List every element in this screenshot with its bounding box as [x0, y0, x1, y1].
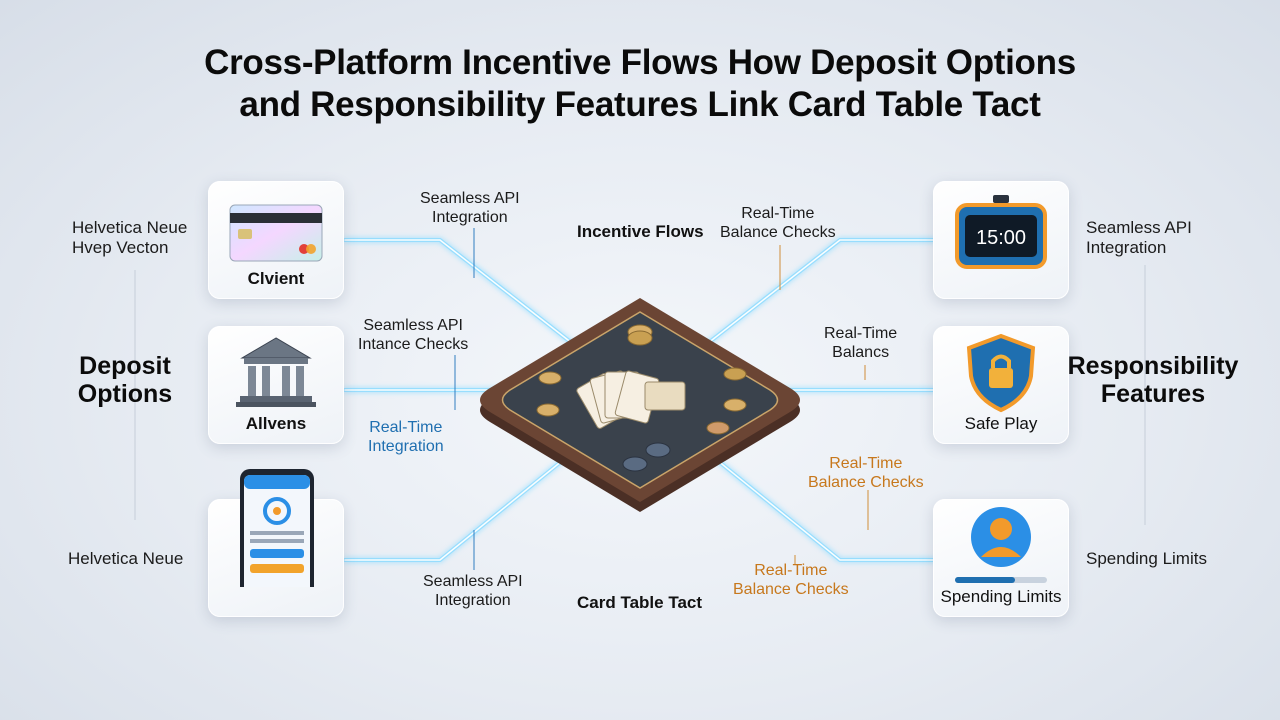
title-line-1: Cross-Platform Incentive Flows How Depos…	[204, 43, 1076, 82]
credit-card-icon	[229, 204, 323, 262]
flow-label-right-4: Real-Time Balance Checks	[733, 562, 849, 598]
flow-label-left-4: Seamless API Integration	[423, 573, 523, 609]
incentive-flows-label: Incentive Flows	[577, 222, 704, 241]
responsibility-card-timer[interactable]: 15:00	[933, 181, 1069, 299]
flow-label-left-2: Seamless API Intance Checks	[358, 317, 469, 353]
flow-label-right-3: Real-Time Balance Checks	[808, 455, 924, 491]
deposit-card-bank[interactable]: Allvens	[208, 326, 344, 444]
card-label-client: Clvient	[247, 269, 305, 288]
card-label-safe-play: Safe Play	[964, 414, 1038, 433]
user-limit-icon	[955, 507, 1047, 583]
flow-label-left-1: Seamless API Integration	[420, 190, 520, 226]
diagram-title: Cross-Platform Incentive Flows How Depos…	[140, 42, 1140, 126]
deposit-options-heading: Deposit Options	[77, 352, 173, 408]
left-top-note: Helvetica Neue Hvep Vecton	[72, 218, 188, 257]
right-bottom-note: Spending Limits	[1086, 549, 1207, 568]
flow-label-right-2: Real-Time Balancs	[824, 325, 898, 361]
timer-display: 15:00	[976, 227, 1026, 249]
flow-label-left-3: Real-Time Integration	[368, 419, 444, 455]
title-line-2: and Responsibility Features Link Card Ta…	[239, 85, 1041, 124]
card-table	[480, 298, 800, 512]
card-table-tact-label: Card Table Tact	[577, 593, 703, 612]
deposit-card-credit[interactable]: Clvient	[208, 181, 344, 299]
timer-icon: 15:00	[955, 195, 1047, 269]
card-label-allvens: Allvens	[245, 414, 307, 433]
deposit-card-mobile[interactable]	[208, 469, 344, 617]
smartphone-icon	[240, 469, 314, 587]
flow-label-right-1: Real-Time Balance Checks	[720, 205, 836, 241]
responsibility-card-safe-play[interactable]: Safe Play	[933, 326, 1069, 444]
bank-icon	[236, 337, 316, 407]
card-label-spending-limits: Spending Limits	[940, 587, 1062, 606]
responsibility-features-heading: Responsibility Features	[1067, 352, 1239, 408]
shield-lock-icon	[966, 333, 1036, 413]
responsibility-card-spending-limits[interactable]: Spending Limits	[933, 499, 1069, 617]
right-top-note: Seamless API Integration	[1086, 218, 1192, 257]
left-bottom-note: Helvetica Neue	[68, 549, 184, 568]
